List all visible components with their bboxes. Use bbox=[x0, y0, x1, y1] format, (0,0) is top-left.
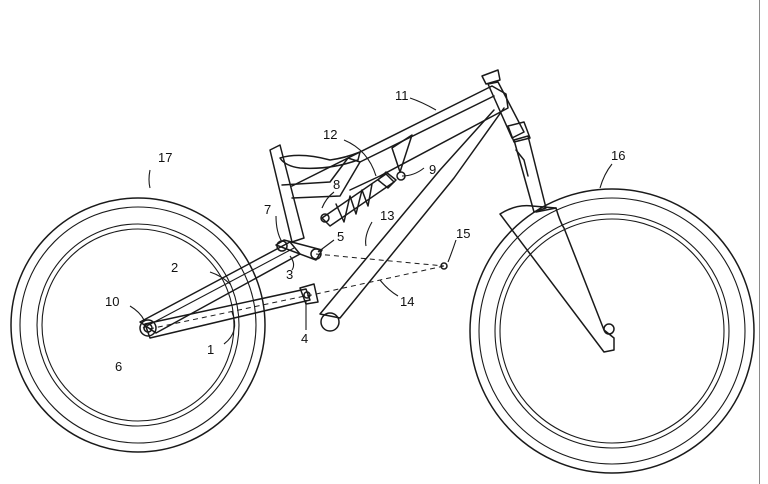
chain-stay bbox=[144, 288, 311, 339]
seat-tube bbox=[269, 144, 361, 243]
rocker-link bbox=[275, 239, 323, 261]
rear-axle bbox=[139, 319, 157, 337]
label-6: 6 bbox=[115, 359, 122, 374]
label-7: 7 bbox=[264, 202, 271, 217]
rear-wheel bbox=[10, 197, 266, 453]
label-1: 1 bbox=[207, 342, 214, 357]
shock-absorber bbox=[320, 171, 406, 227]
label-9: 9 bbox=[429, 162, 436, 177]
label-13: 13 bbox=[380, 208, 394, 223]
label-4: 4 bbox=[301, 331, 308, 346]
label-10: 10 bbox=[105, 294, 119, 309]
label-11: 11 bbox=[395, 88, 409, 103]
reference-numerals: 1 2 3 4 5 6 7 8 9 10 11 12 13 14 15 16 1… bbox=[105, 88, 625, 374]
scan-edge-line bbox=[759, 0, 760, 484]
label-3: 3 bbox=[286, 267, 293, 282]
head-tube bbox=[481, 69, 531, 143]
label-16: 16 bbox=[611, 148, 625, 163]
label-5: 5 bbox=[337, 229, 344, 244]
label-14: 14 bbox=[400, 294, 414, 309]
label-17: 17 bbox=[158, 150, 172, 165]
front-fork bbox=[499, 135, 615, 353]
label-2: 2 bbox=[171, 260, 178, 275]
main-frame bbox=[291, 85, 509, 319]
bottom-bracket bbox=[320, 312, 340, 332]
label-12: 12 bbox=[323, 127, 337, 142]
leader-lines bbox=[129, 97, 613, 345]
label-8: 8 bbox=[333, 177, 340, 192]
construction-lines bbox=[306, 253, 448, 297]
label-15: 15 bbox=[456, 226, 470, 241]
front-wheel bbox=[469, 188, 755, 474]
